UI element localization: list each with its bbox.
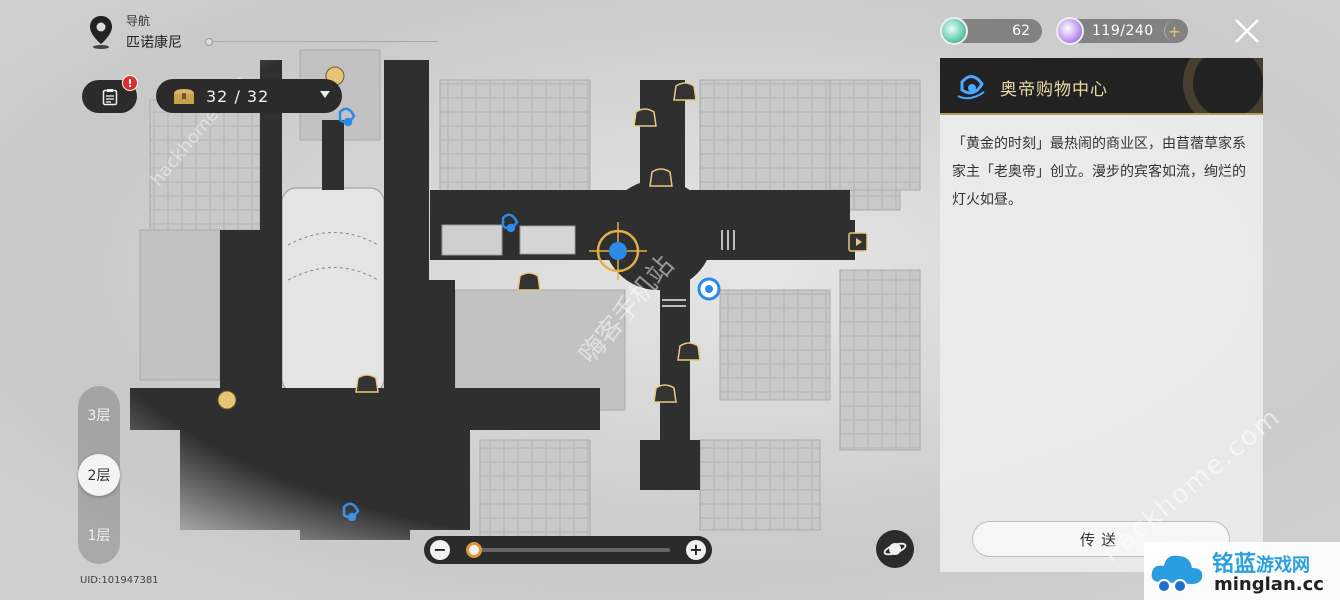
waypoint-icon[interactable] bbox=[697, 277, 721, 301]
teleport-button[interactable]: 传送 bbox=[972, 521, 1230, 557]
trailblaze-power-value: 62 bbox=[1012, 23, 1030, 39]
nav-location: 匹诺康尼 bbox=[126, 35, 182, 51]
map-pin-icon bbox=[90, 16, 112, 49]
courtyard bbox=[281, 187, 385, 394]
zoom-slider[interactable] bbox=[466, 542, 670, 558]
panel-header: 奥帝购物中心 bbox=[940, 58, 1263, 115]
space-anchor-icon bbox=[957, 75, 985, 100]
reserve-power-value: 119/240 bbox=[1092, 23, 1154, 39]
add-power-button[interactable]: + bbox=[1164, 21, 1184, 41]
zoom-in-button[interactable]: + bbox=[686, 540, 706, 560]
navigation-header: 导航 匹诺康尼 bbox=[88, 12, 182, 52]
treasure-chest-icon bbox=[174, 89, 194, 104]
header-divider bbox=[940, 113, 1263, 115]
exit-door-icon[interactable] bbox=[848, 232, 868, 252]
floor-selector: 3层 2层 1层 bbox=[78, 386, 120, 564]
player-uid: UID:101947381 bbox=[80, 575, 159, 586]
floor-1-button[interactable]: 1层 bbox=[87, 528, 111, 544]
reserve-power-icon bbox=[1056, 17, 1084, 45]
zoom-slider-handle[interactable] bbox=[466, 542, 482, 558]
chest-count: 32 / 32 bbox=[206, 86, 270, 106]
reserve-power-counter[interactable]: 119/240 + bbox=[1056, 17, 1188, 45]
logo-domain: minglan.cc bbox=[1214, 574, 1324, 595]
world-switch-button[interactable] bbox=[876, 530, 914, 568]
chevron-down-icon bbox=[320, 91, 330, 98]
trailblaze-power-counter[interactable]: 62 bbox=[940, 17, 1042, 45]
zoom-out-button[interactable]: − bbox=[430, 540, 450, 560]
planet-icon bbox=[883, 542, 907, 556]
header-ornament bbox=[1183, 58, 1263, 115]
treasure-chest-dropdown[interactable]: 32 / 32 bbox=[156, 79, 342, 113]
zoom-control: − + bbox=[424, 536, 712, 564]
notification-badge: ! bbox=[122, 75, 138, 91]
nav-title: 导航 bbox=[126, 14, 151, 28]
trailblaze-power-icon bbox=[940, 17, 968, 45]
location-info-panel: 奥帝购物中心 「黄金的时刻」最热闹的商业区，由苜蓿草家系家主「老奥帝」创立。漫步… bbox=[940, 58, 1263, 572]
floor-2-button[interactable]: 2层 bbox=[78, 454, 120, 496]
logo-name-b: 游戏网 bbox=[1256, 555, 1311, 576]
floor-3-button[interactable]: 3层 bbox=[87, 408, 111, 424]
logo-name: 铭蓝游戏网 bbox=[1212, 546, 1310, 578]
cloud-logo-icon bbox=[1151, 555, 1203, 593]
clipboard-icon bbox=[102, 88, 117, 105]
location-title: 奥帝购物中心 bbox=[1000, 80, 1108, 100]
close-icon[interactable] bbox=[1232, 16, 1262, 46]
nav-divider bbox=[205, 38, 438, 46]
site-logo: 铭蓝游戏网 minglan.cc bbox=[1144, 542, 1340, 600]
logo-name-a: 铭蓝 bbox=[1212, 552, 1257, 577]
location-description: 「黄金的时刻」最热闹的商业区，由苜蓿草家系家主「老奥帝」创立。漫步的宾客如流，绚… bbox=[952, 136, 1246, 208]
